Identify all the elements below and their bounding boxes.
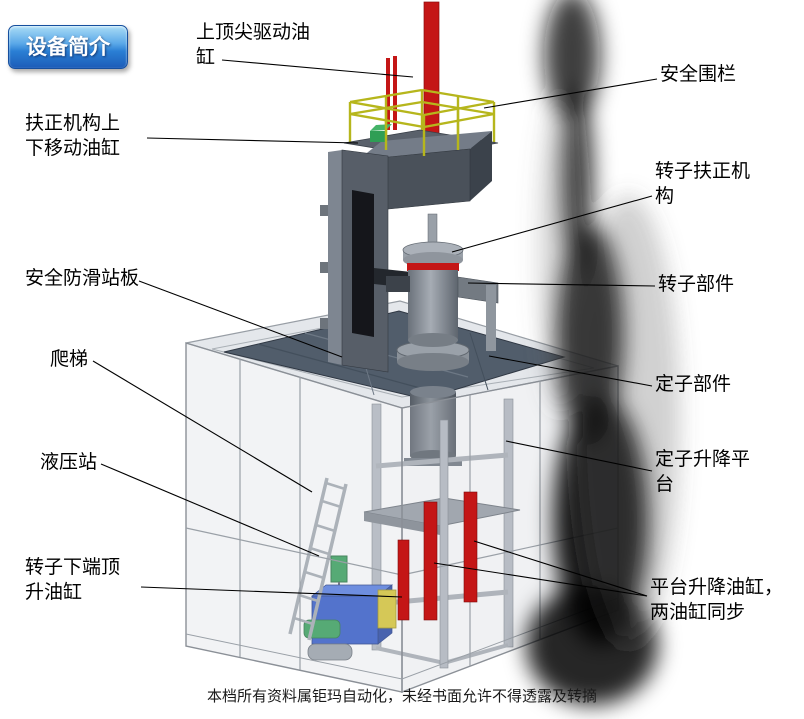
leader-stator-parts <box>488 355 653 387</box>
leader-lines <box>92 59 658 598</box>
leader-jack-cylinder <box>140 586 403 598</box>
label-rotor-centering-mechanism: 转子扶正机构 <box>655 161 751 208</box>
rotor-assembly <box>374 213 499 351</box>
label-stator-lift-platform: 定子升降平台 <box>655 449 751 496</box>
label-stator-parts: 定子部件 <box>655 374 732 395</box>
label-rotor-bottom-jack-cylinder: 转子下端顶升油缸 <box>25 557 121 604</box>
leader-ladder <box>92 360 313 493</box>
title-badge-label: 设备简介 <box>26 36 110 59</box>
label-ladder: 爬梯 <box>50 349 89 370</box>
shadow-smudge <box>526 0 680 705</box>
lift-cylinders <box>397 491 478 621</box>
label-safety-fence: 安全围栏 <box>660 64 737 85</box>
leader-safety-fence <box>483 78 658 109</box>
leader-centering-cylinder <box>146 137 359 144</box>
ladder-graphic <box>288 477 348 641</box>
label-platform-lift-cylinders: 平台升降油缸，两油缸同步 <box>650 577 784 624</box>
main-column <box>320 149 389 373</box>
label-antislip-platform: 安全防滑站板 <box>25 268 140 289</box>
label-centering-move-cylinder: 扶正机构上下移动油缸 <box>25 113 121 160</box>
leader-antislip <box>138 280 343 358</box>
safety-railing-near <box>349 100 495 156</box>
label-rotor-parts: 转子部件 <box>658 274 735 295</box>
leader-top-cylinder <box>221 59 414 78</box>
leader-platform-cyl-1 <box>473 540 648 597</box>
label-hydraulic-station: 液压站 <box>40 452 98 473</box>
copyright-text: 本档所有资料属钜玛自动化，未经书面允许不得透露及转摘 <box>206 689 597 705</box>
leader-rotor-centering <box>451 195 653 253</box>
title-badge: 设备简介 <box>8 25 128 69</box>
base-flange <box>396 340 470 371</box>
leader-platform-cyl-2 <box>433 562 648 597</box>
leader-stator-platform <box>505 440 653 472</box>
label-top-drive-cylinder: 上顶尖驱动油缸 <box>196 22 311 69</box>
leader-rotor-parts <box>467 282 656 287</box>
leader-hydraulic <box>100 463 320 557</box>
